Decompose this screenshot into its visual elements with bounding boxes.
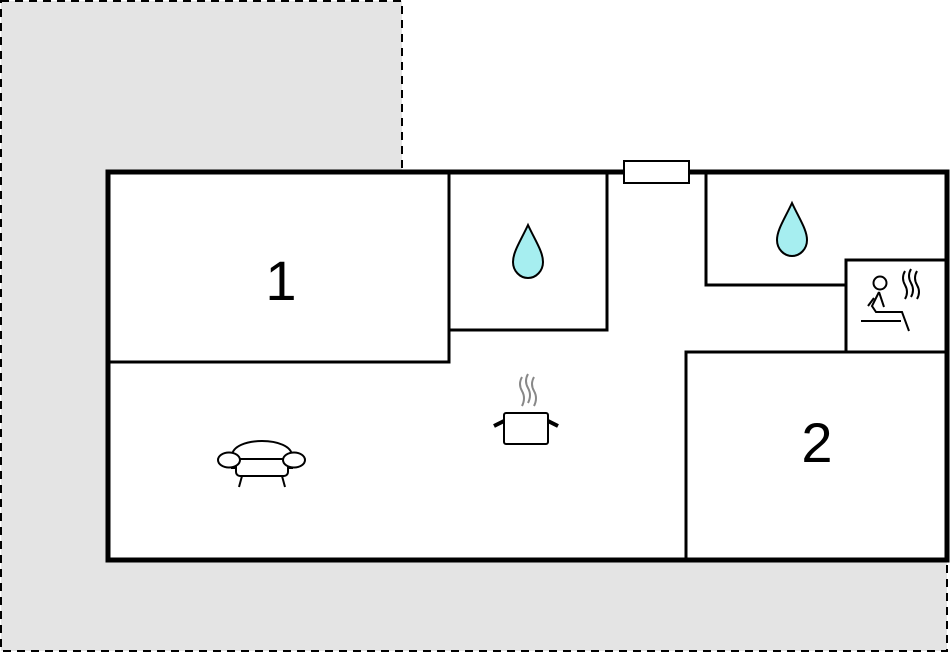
- bathroom-2-walls: [704, 172, 846, 287]
- bedroom-1-walls: [108, 172, 451, 364]
- bathroom-1-walls: [449, 172, 609, 332]
- bedroom-2-walls: [684, 350, 947, 560]
- interior-walls: [108, 172, 949, 560]
- room-label-2: 2: [801, 411, 832, 474]
- sauna-icon: [861, 268, 920, 332]
- water-drop-icon: [775, 200, 809, 258]
- sofa-icon: [217, 440, 306, 488]
- water-drop-icon: [511, 222, 545, 280]
- room-label-1: 1: [265, 249, 296, 312]
- window: [623, 160, 690, 184]
- cooking-pot-icon: [493, 373, 559, 445]
